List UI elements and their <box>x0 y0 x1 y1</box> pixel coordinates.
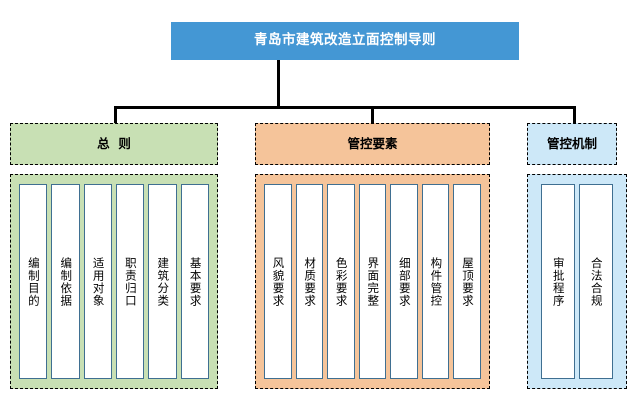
list-item[interactable]: 细部要求 <box>390 184 418 379</box>
list-item[interactable]: 风貌要求 <box>263 184 292 379</box>
list-item[interactable]: 材质要求 <box>295 184 324 379</box>
list-item[interactable]: 基本要求 <box>180 184 209 379</box>
connector-branch-general <box>114 106 117 125</box>
list-item[interactable]: 建筑分类 <box>148 184 177 379</box>
card-label: 色彩要求 <box>334 256 349 307</box>
connector-branch-control-elements <box>371 106 374 125</box>
card-label: 编制依据 <box>59 256 74 307</box>
list-item[interactable]: 合法合规 <box>579 184 613 379</box>
list-item[interactable]: 编制依据 <box>51 184 80 379</box>
section-header-control-mechanism: 管控机制 <box>527 123 617 165</box>
section-body-general: 编制目的 编制依据 适用对象 职责归口 建筑分类 基本要求 <box>10 174 218 389</box>
card-label: 细部要求 <box>397 256 412 307</box>
list-item[interactable]: 界面完整 <box>358 184 387 379</box>
list-item[interactable]: 编制目的 <box>19 184 48 379</box>
card-label: 编制目的 <box>26 256 41 307</box>
list-item[interactable]: 构件管控 <box>421 184 450 379</box>
card-label: 风貌要求 <box>271 256 286 307</box>
card-label: 基本要求 <box>188 256 203 307</box>
root-title-node: 青岛市建筑改造立面控制导则 <box>171 22 519 60</box>
connector-horizontal-bus <box>114 106 575 109</box>
card-label: 合法合规 <box>589 256 604 307</box>
card-label: 审批程序 <box>551 256 566 307</box>
root-title-label: 青岛市建筑改造立面控制导则 <box>254 32 436 49</box>
card-label: 适用对象 <box>91 256 106 307</box>
list-item[interactable]: 屋顶要求 <box>453 184 482 379</box>
card-label: 材质要求 <box>303 256 318 307</box>
section-header-label-control-mechanism: 管控机制 <box>546 135 597 151</box>
list-item[interactable]: 适用对象 <box>83 184 112 379</box>
card-label: 职责归口 <box>123 256 138 307</box>
section-header-general: 总 则 <box>10 123 218 165</box>
card-label: 构件管控 <box>429 256 444 307</box>
section-header-control-elements: 管控要素 <box>255 123 490 165</box>
section-header-label-general: 总 则 <box>97 135 131 151</box>
list-item[interactable]: 色彩要求 <box>327 184 355 379</box>
connector-branch-control-mechanism <box>573 106 576 125</box>
section-body-control-elements: 风貌要求 材质要求 色彩要求 界面完整 细部要求 构件管控 屋顶要求 <box>255 174 490 389</box>
card-label: 屋顶要求 <box>460 256 475 307</box>
connector-root-vertical <box>277 60 280 108</box>
list-item[interactable]: 审批程序 <box>541 184 575 379</box>
section-header-label-control-elements: 管控要素 <box>347 135 398 151</box>
card-label: 建筑分类 <box>156 256 171 307</box>
list-item[interactable]: 职责归口 <box>116 184 145 379</box>
section-body-control-mechanism: 审批程序 合法合规 <box>527 174 627 389</box>
card-label: 界面完整 <box>366 256 381 307</box>
